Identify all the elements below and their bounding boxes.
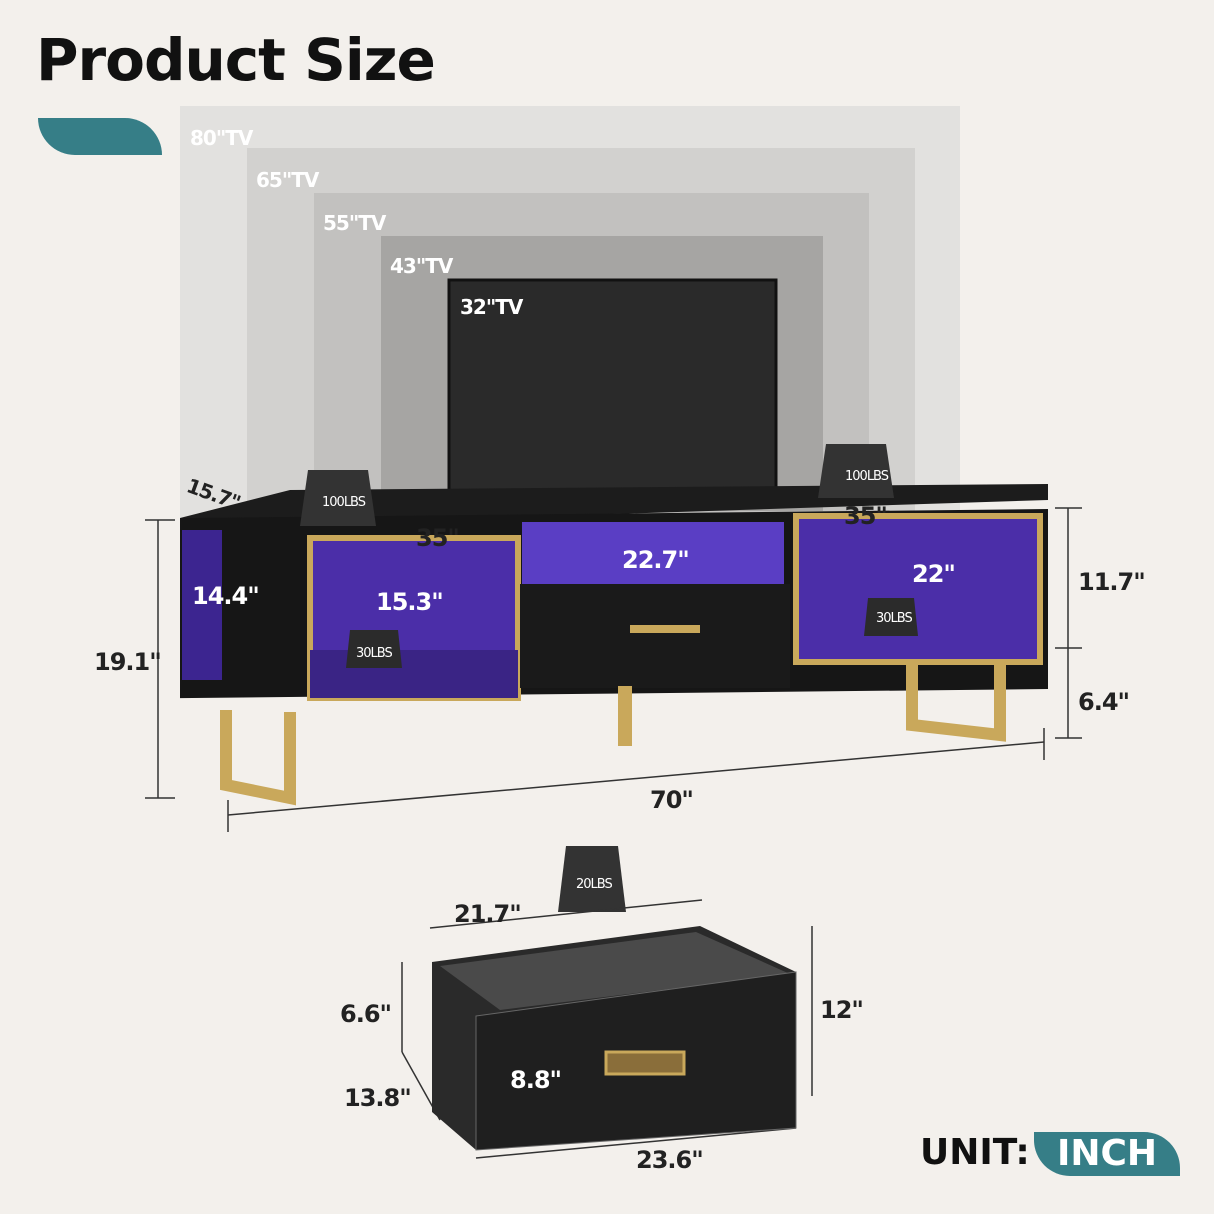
page-title: Product Size <box>36 26 436 94</box>
weight-label: 20LBS <box>576 877 613 892</box>
weight-icon <box>864 598 918 636</box>
tv-size-label: 43"TV <box>390 254 453 278</box>
right-cabinet <box>793 513 1043 665</box>
cabinet-height-label: 11.7" <box>1078 568 1146 596</box>
tv-size-label: 55"TV <box>323 211 386 235</box>
right-width-label: 35" <box>844 502 888 530</box>
weight-icon <box>818 444 894 498</box>
total-width-label: 70" <box>650 786 694 814</box>
drawer-depth-label: 13.8" <box>344 1084 412 1112</box>
tv-32 <box>447 278 778 494</box>
weight-icon <box>558 846 626 912</box>
drawer-inside <box>440 932 790 1010</box>
total-height-label: 19.1" <box>94 648 162 676</box>
side-shelf <box>182 530 222 680</box>
drawer-height-label: 12" <box>820 996 864 1024</box>
drawer-top-width-label: 21.7" <box>454 900 522 928</box>
drawer-front-height-label: 8.8" <box>510 1066 562 1094</box>
drawer-handle <box>630 625 700 633</box>
tv-size-label: 65"TV <box>256 168 319 192</box>
left-inner-width-label: 15.3" <box>376 588 444 616</box>
right-inner-width-label: 22" <box>912 560 956 588</box>
weight-label: 30LBS <box>876 611 913 626</box>
dimension-lines <box>145 507 1082 1159</box>
tv-size-label: 32"TV <box>460 295 523 319</box>
left-width-label: 35" <box>416 524 460 552</box>
weight-label: 30LBS <box>356 646 393 661</box>
unit-label: UNIT: <box>920 1132 1030 1173</box>
drawer-inner-height-label: 6.6" <box>340 1000 392 1028</box>
center-width-label: 22.7" <box>622 546 690 574</box>
weight-icon <box>346 630 402 668</box>
center-glass <box>522 522 784 584</box>
right-leg <box>906 660 1006 742</box>
drawer-width-label: 23.6" <box>636 1146 704 1174</box>
drawer-handle <box>604 1050 686 1076</box>
weight-label: 100LBS <box>322 495 366 510</box>
weight-icon <box>300 470 376 526</box>
accent-tab <box>38 118 162 155</box>
tv-size-label: 80"TV <box>190 126 253 150</box>
left-leg <box>220 710 296 806</box>
center-leg <box>618 686 632 746</box>
leg-height-label: 6.4" <box>1078 688 1130 716</box>
drawer-front <box>520 584 790 688</box>
weight-label: 100LBS <box>845 469 889 484</box>
shelf-depth-label: 14.4" <box>192 582 260 610</box>
unit-badge: INCH <box>1034 1132 1180 1176</box>
